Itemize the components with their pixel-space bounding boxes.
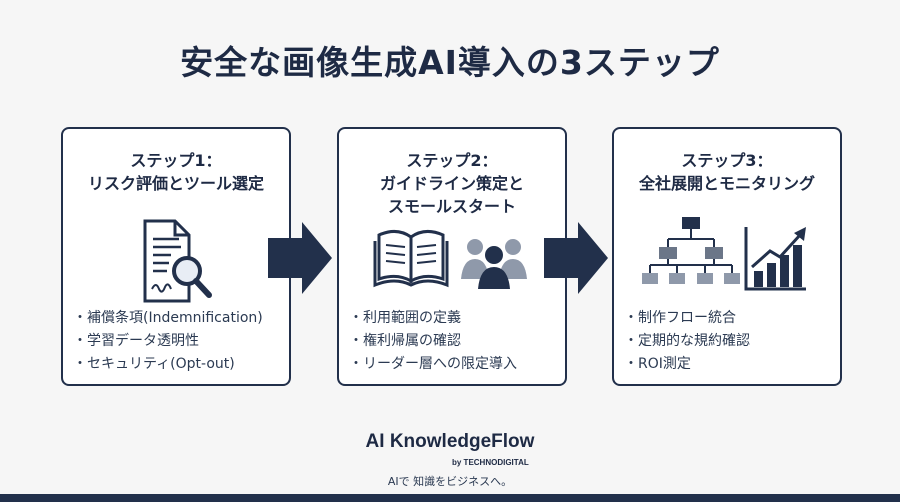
step-3-heading-line1: ステップ3：: [681, 151, 773, 170]
step-3-icon-area: [614, 217, 840, 309]
step-2-heading-line2: ガイドライン策定と: [379, 174, 524, 193]
brand-logo: AI KnowledgeFlow: [365, 431, 535, 452]
step-1-heading: ステップ1： リスク評価とツール選定: [63, 149, 289, 195]
list-item: ROI測定: [624, 353, 750, 376]
step-2-heading-line3: スモールスタート: [387, 197, 516, 216]
step-1-heading-line1: ステップ1：: [130, 151, 222, 170]
team-icon: [461, 239, 527, 289]
list-item: 利用範囲の定義: [349, 307, 517, 330]
step-2-heading: ステップ2： ガイドライン策定と スモールスタート: [339, 149, 565, 218]
list-item: セキュリティ(Opt-out): [73, 353, 263, 376]
step-2-heading-line1: ステップ2：: [406, 151, 498, 170]
step-3-card: ステップ3： 全社展開とモニタリング: [612, 127, 842, 386]
step-3-list: 制作フロー統合 定期的な規約確認 ROI測定: [624, 307, 750, 376]
list-item: 定期的な規約確認: [624, 330, 750, 353]
step-2-icon-area: [339, 217, 565, 309]
step-2-card: ステップ2： ガイドライン策定と スモールスタート: [337, 127, 567, 386]
page-title: 安全な画像生成AI導入の3ステップ: [180, 43, 720, 82]
right-arrow-icon: [268, 222, 332, 294]
list-item: リーダー層への限定導入: [349, 353, 517, 376]
step-3-heading-line2: 全社展開とモニタリング: [638, 174, 815, 193]
list-item: 学習データ透明性: [73, 330, 263, 353]
org-chart-icon: [642, 217, 740, 284]
list-item: 補償条項(Indemnification): [73, 307, 263, 330]
growth-chart-icon: [744, 227, 806, 291]
step-2-list: 利用範囲の定義 権利帰属の確認 リーダー層への限定導入: [349, 307, 517, 376]
tagline: AIで 知識をビジネスへ。: [387, 475, 513, 488]
step-3-heading: ステップ3： 全社展開とモニタリング: [614, 149, 840, 195]
open-book-icon: [373, 230, 449, 288]
step-1-list: 補償条項(Indemnification) 学習データ透明性 セキュリティ(Op…: [73, 307, 263, 376]
document-search-icon: [143, 219, 212, 303]
step-1-icon-area: [63, 217, 289, 309]
right-arrow-icon: [544, 222, 608, 294]
step-3-icons: [642, 217, 806, 291]
step-1-heading-line2: リスク評価とツール選定: [87, 174, 264, 193]
bottom-bar: [0, 494, 900, 502]
list-item: 制作フロー統合: [624, 307, 750, 330]
list-item: 権利帰属の確認: [349, 330, 517, 353]
step-1-card: ステップ1： リスク評価とツール選定 補償条項(Indemnification)…: [61, 127, 291, 386]
brand-sub: by TECHNODIGITAL: [452, 458, 529, 467]
step-2-icons: [373, 230, 527, 289]
